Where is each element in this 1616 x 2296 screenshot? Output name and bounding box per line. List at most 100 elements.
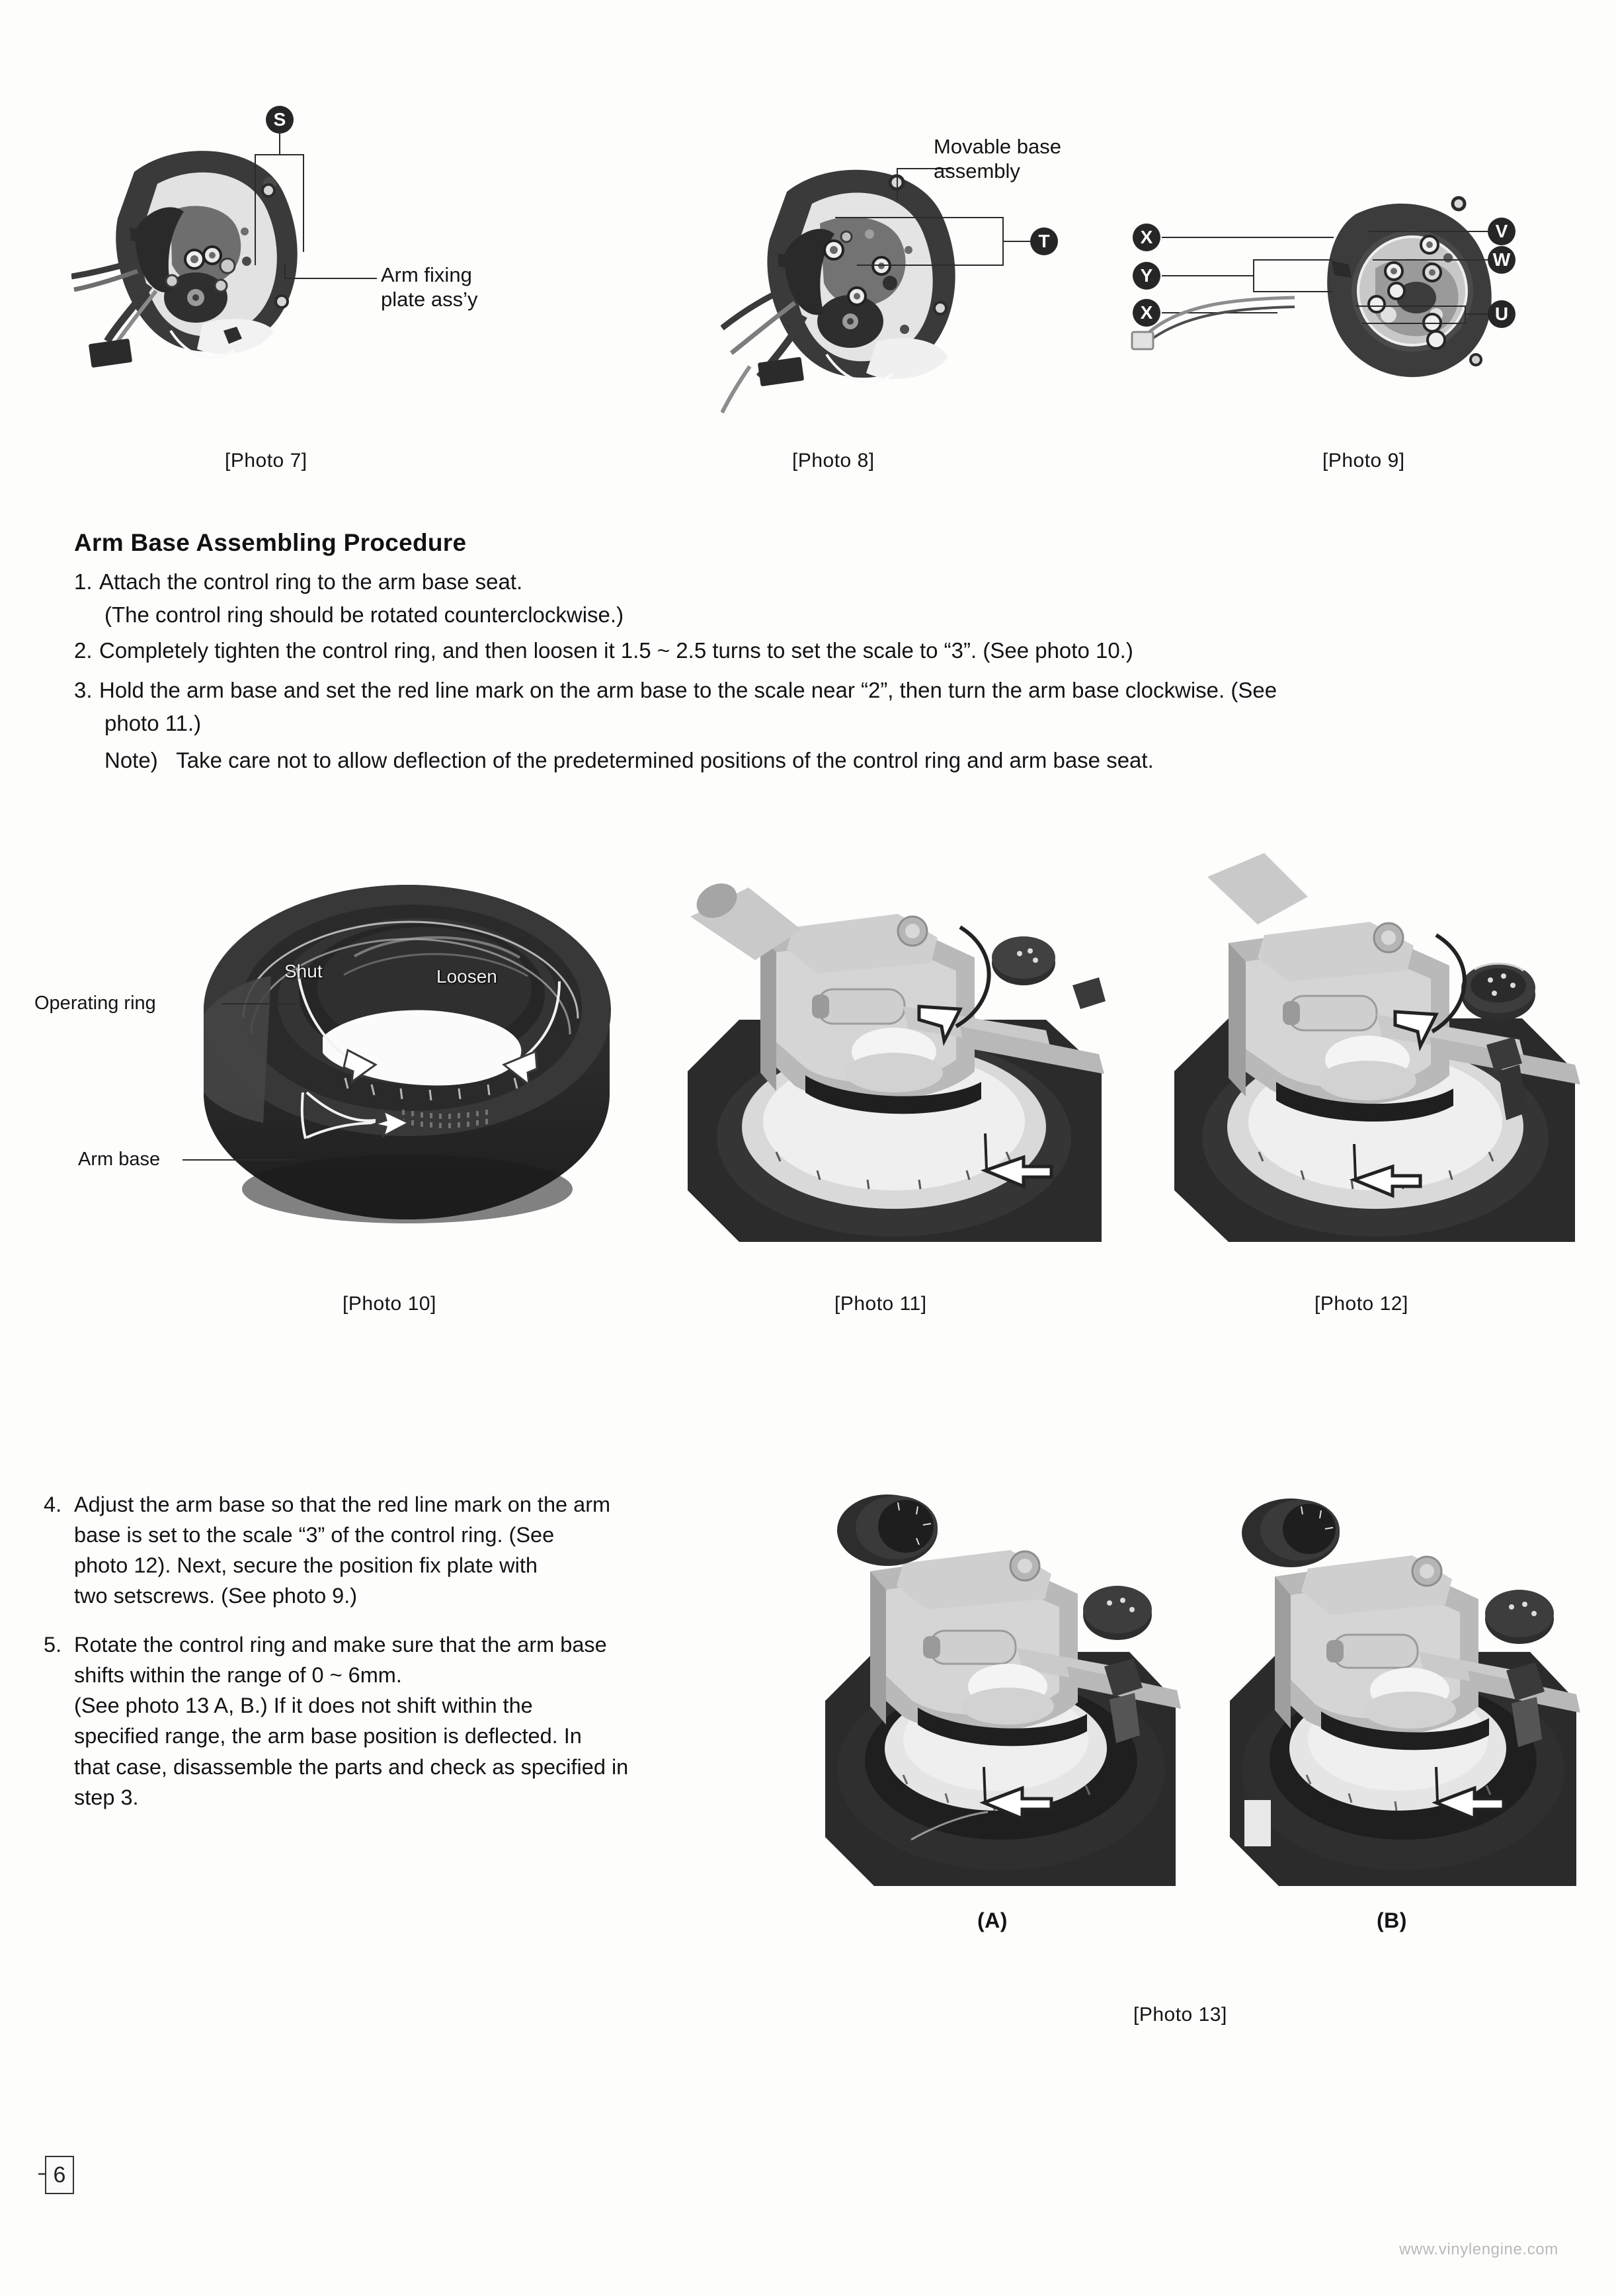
step-4-block: 4. Adjust the arm base so that the red li…	[44, 1489, 705, 1612]
photo-9-image	[1307, 192, 1512, 397]
photo7-bracket-left	[255, 154, 256, 265]
site-watermark: www.vinylengine.com	[1399, 2240, 1558, 2258]
step-1-line-1: Attach the control ring to the arm base …	[99, 569, 523, 594]
step-5-line-5: that case, disassemble the parts and che…	[74, 1754, 629, 1779]
step-4-text-1: Adjust the arm base so that the red line…	[74, 1493, 611, 1516]
step-1-number: 1.	[74, 569, 93, 594]
badge-y: Y	[1133, 262, 1160, 290]
note-text: Take care not to allow deflection of the…	[176, 748, 1154, 772]
photo10-label-operating-ring: Operating ring	[34, 993, 156, 1014]
photo9-y-bracket-left	[1253, 259, 1254, 292]
photo-13-caption: [Photo 13]	[1133, 2004, 1227, 2026]
photo9-y-bracket-bottom	[1253, 291, 1332, 292]
step-5-line-2: shifts within the range of 0 ~ 6mm.	[74, 1663, 402, 1688]
step-5-text-1: Rotate the control ring and make sure th…	[74, 1633, 607, 1657]
photo9-x-top-leader	[1162, 237, 1334, 238]
step-5-number: 5.	[44, 1633, 62, 1657]
page-number-box: 6	[45, 2156, 74, 2194]
photo7-arm-fixing-stem	[284, 263, 286, 279]
photo-13b-sublabel: (B)	[1377, 1908, 1407, 1932]
step-3-number: 3.	[74, 678, 93, 702]
photo9-u-bracket-top	[1355, 306, 1465, 307]
photo8-t-bracket-top	[835, 217, 1004, 218]
photo7-arm-fixing-leader	[284, 278, 377, 279]
badge-v: V	[1488, 218, 1515, 245]
movable-base-line2: assembly	[934, 159, 1020, 183]
arm-fixing-line2: plate ass’y	[381, 287, 478, 311]
badge-w-text: W	[1492, 249, 1511, 270]
step-5-line-1: 5. Rotate the control ring and make sure …	[44, 1629, 705, 1660]
badge-y-text: Y	[1140, 265, 1153, 286]
photo-7-image	[71, 132, 349, 450]
photo10-operating-ring-leader	[222, 1003, 295, 1004]
photo-11-image	[676, 853, 1113, 1263]
photo-11-caption: [Photo 11]	[834, 1293, 927, 1315]
photo9-wire-pair	[1124, 291, 1296, 364]
badge-x-bottom: X	[1133, 299, 1160, 327]
page-number: 6	[53, 2162, 66, 2188]
photo7-label-arm-fixing-plate: Arm fixing plate ass’y	[381, 263, 477, 311]
step-3-continued: photo 11.)	[104, 709, 201, 739]
badge-s-text: S	[273, 109, 286, 130]
step-5-block: 5. Rotate the control ring and make sure …	[44, 1629, 705, 1813]
step-5-line-6: step 3.	[74, 1785, 139, 1809]
badge-x-top: X	[1133, 224, 1160, 251]
step-3-line-1: Hold the arm base and set the red line m…	[99, 678, 1277, 702]
step-1-continued: (The control ring should be rotated coun…	[104, 600, 624, 630]
badge-x-bottom-text: X	[1140, 302, 1153, 323]
step-4-line-4: two setscrews. (See photo 9.)	[74, 1584, 358, 1608]
step-2-line-1: Completely tighten the control ring, and…	[99, 638, 1133, 663]
photo9-y-leader	[1162, 275, 1254, 276]
photo-8-caption: [Photo 8]	[792, 450, 875, 472]
photo-8-image	[721, 151, 1005, 462]
section-heading: Arm Base Assembling Procedure	[74, 529, 467, 556]
step-5-line-4: specified range, the arm base position i…	[74, 1724, 582, 1748]
photo10-arm-base-leader	[182, 1159, 295, 1161]
step-4-number: 4.	[44, 1493, 62, 1516]
badge-s: S	[266, 106, 294, 134]
badge-x-top-text: X	[1140, 227, 1153, 247]
step-4-line-2: base is set to the scale “3” of the cont…	[74, 1523, 555, 1547]
badge-u: U	[1488, 300, 1515, 328]
note-label: Note)	[104, 748, 158, 772]
photo-12-caption: [Photo 12]	[1314, 1293, 1408, 1315]
photo-12-image	[1165, 853, 1583, 1263]
step-4-line-3: photo 12). Next, secure the position fix…	[74, 1553, 538, 1578]
photo8-t-bracket-bottom	[857, 265, 1004, 266]
step-1: 1.Attach the control ring to the arm bas…	[74, 567, 522, 597]
photo9-u-bracket-right	[1465, 306, 1466, 324]
photo-13b-image	[1225, 1489, 1582, 1895]
badge-u-text: U	[1494, 304, 1509, 324]
step-2-number: 2.	[74, 638, 93, 663]
movable-base-line1: Movable base	[934, 135, 1062, 158]
photo8-movable-leader	[897, 168, 951, 169]
photo9-u-bracket-bottom	[1362, 323, 1465, 324]
badge-t: T	[1030, 227, 1058, 255]
photo10-label-loosen: Loosen	[436, 966, 497, 987]
section-note: Note) Take care not to allow deflection …	[104, 746, 1154, 776]
photo-10-image	[165, 845, 641, 1275]
step-1-line-2: (The control ring should be rotated coun…	[104, 602, 624, 627]
photo7-bracket-right	[303, 154, 304, 252]
photo-10-caption: [Photo 10]	[343, 1293, 436, 1315]
badge-w: W	[1488, 246, 1515, 274]
page-number-tick	[38, 2173, 45, 2175]
arm-fixing-line1: Arm fixing	[381, 263, 472, 286]
step-5-line-3: (See photo 13 A, B.) If it does not shif…	[74, 1694, 533, 1718]
photo8-label-movable-base: Movable base assembly	[934, 135, 1061, 183]
badge-t-text: T	[1038, 231, 1050, 251]
photo-13a-image	[819, 1489, 1182, 1895]
photo9-v-leader	[1369, 231, 1488, 232]
photo7-callout-stem	[279, 132, 280, 155]
badge-v-text: V	[1495, 221, 1508, 241]
photo9-w-leader	[1373, 259, 1488, 261]
step-2: 2.Completely tighten the control ring, a…	[74, 636, 1133, 666]
photo-7-caption: [Photo 7]	[225, 450, 307, 472]
step-3-line-2: photo 11.)	[104, 711, 202, 735]
step-4-line-1: 4. Adjust the arm base so that the red li…	[44, 1489, 705, 1520]
photo8-t-leader	[1002, 241, 1031, 242]
photo7-bracket-top	[255, 154, 304, 155]
photo9-y-bracket-top	[1253, 259, 1332, 261]
photo-9-caption: [Photo 9]	[1322, 450, 1405, 472]
